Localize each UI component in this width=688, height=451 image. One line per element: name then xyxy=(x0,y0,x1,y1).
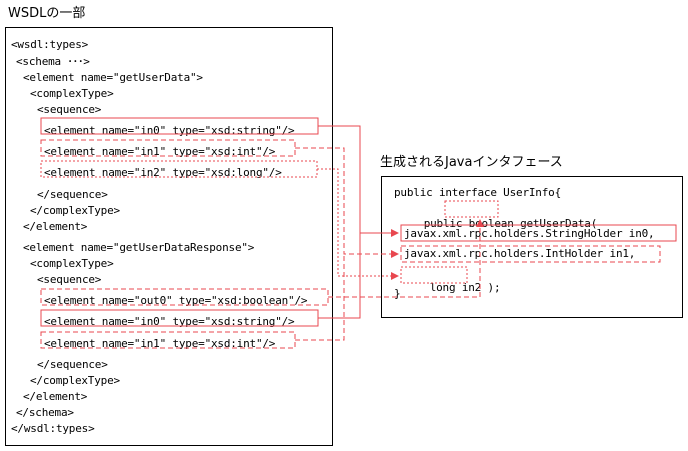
complextype-close: </complexType> xyxy=(30,374,120,387)
element-close: </element> xyxy=(23,220,88,233)
element-in0-response: <element name="in0" type="xsd:string"/> xyxy=(44,315,295,328)
complextype-open: <complexType> xyxy=(30,87,114,100)
sequence-open: <sequence> xyxy=(37,103,102,116)
complextype-close: </complexType> xyxy=(30,204,120,217)
element-out0-response: <element name="out0" type="xsd:boolean"/… xyxy=(44,294,308,307)
java-param-close: ); xyxy=(481,281,501,294)
sequence-close: </sequence> xyxy=(37,358,108,371)
java-param-in2: long in2 ); xyxy=(404,267,501,309)
sequence-open: <sequence> xyxy=(37,273,102,286)
wsdl-panel: <wsdl:types> <schema ･･･> <element name="g… xyxy=(5,27,333,446)
wsdl-types-close: </wsdl:types> xyxy=(11,422,95,435)
schema-close: </schema> xyxy=(16,406,74,419)
element-in1-request: <element name="in1" type="xsd:int"/> xyxy=(44,145,276,158)
java-param-in0: javax.xml.rpc.holders.StringHolder in0, xyxy=(404,227,655,240)
wsdl-types-open: <wsdl:types> xyxy=(11,38,89,51)
sequence-close: </sequence> xyxy=(37,188,108,201)
element-getuserdata-open: <element name="getUserData"> xyxy=(23,71,203,84)
element-getuserdataresponse-open: <element name="getUserDataResponse"> xyxy=(23,241,255,254)
java-interface-declaration: public interface UserInfo{ xyxy=(394,186,561,199)
element-in0-request: <element name="in0" type="xsd:string"/> xyxy=(44,124,295,137)
element-in1-response: <element name="in1" type="xsd:int"/> xyxy=(44,337,276,350)
java-panel-title: 生成されるJavaインタフェース xyxy=(380,155,563,170)
element-close: </element> xyxy=(23,390,88,403)
java-param-in1: javax.xml.rpc.holders.IntHolder in1, xyxy=(404,247,636,260)
complextype-open: <complexType> xyxy=(30,257,114,270)
java-closing-brace: } xyxy=(394,287,401,300)
java-panel: public interface UserInfo{ public boolea… xyxy=(381,176,683,318)
element-in2-request: <element name="in2" type="xsd:long"/> xyxy=(44,166,282,179)
wsdl-panel-title: WSDLの一部 xyxy=(8,6,86,21)
schema-open: <schema ･･･> xyxy=(16,55,90,68)
java-param-in2-code: long in2 xyxy=(429,281,482,294)
